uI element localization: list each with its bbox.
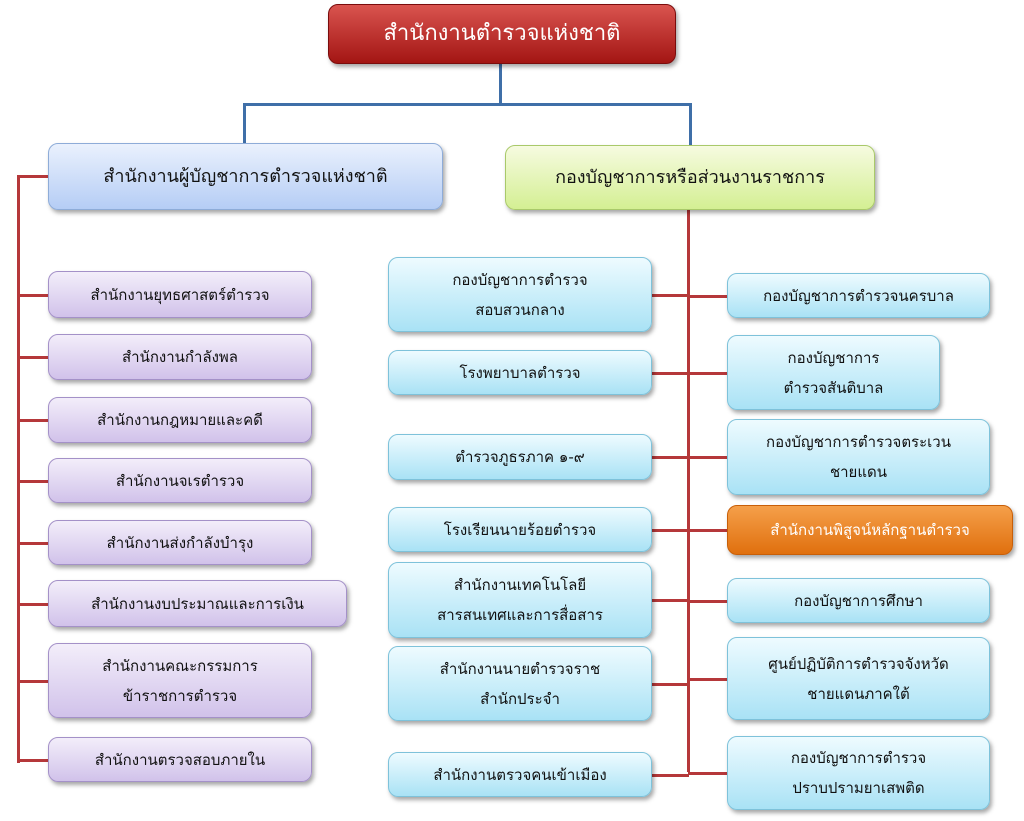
- connector: [17, 419, 49, 422]
- right-unit-node: กองบัญชาการตำรวจนครบาล: [727, 273, 990, 318]
- right-header-node: กองบัญชาการหรือส่วนงานราชการ: [505, 145, 875, 210]
- left-unit-node: สำนักงานส่งกำลังบำรุง: [48, 520, 312, 565]
- left-unit-node: สำนักงานงบประมาณและการเงิน: [48, 580, 347, 627]
- right-unit-node: กองบัญชาการตำรวจ ปราบปรามยาเสพติด: [727, 736, 990, 810]
- connector: [17, 679, 49, 683]
- center-unit-node: สำนักงานเทคโนโลยี สารสนเทศและการสื่อสาร: [388, 562, 652, 638]
- connector: [17, 479, 49, 483]
- connector: [652, 371, 689, 375]
- connector: [689, 103, 692, 146]
- connector: [652, 528, 689, 532]
- connector: [652, 773, 689, 777]
- root-node: สำนักงานตำรวจแห่งชาติ: [328, 4, 676, 64]
- right-unit-node: กองบัญชาการ ตำรวจสันติบาล: [727, 335, 940, 410]
- connector: [652, 682, 689, 686]
- right-unit-node: ศูนย์ปฏิบัติการตำรวจจังหวัด ชายแดนภาคใต้: [727, 637, 990, 720]
- left-unit-node: สำนักงานคณะกรรมการ ข้าราชการตำรวจ: [48, 643, 312, 718]
- left-unit-node: สำนักงานตรวจสอบภายใน: [48, 737, 312, 782]
- center-unit-node: กองบัญชาการตำรวจ สอบสวนกลาง: [388, 257, 652, 332]
- connector: [17, 541, 49, 545]
- right-unit-node: กองบัญชาการตำรวจตระเวน ชายแดน: [727, 419, 990, 495]
- left-unit-node: สำนักงานยุทธศาสตร์ตำรวจ: [48, 271, 312, 318]
- left-header-node: สำนักงานผู้บัญชาการตำรวจแห่งชาติ: [48, 143, 443, 210]
- left-unit-node: สำนักงานจเรตำรวจ: [48, 458, 312, 503]
- center-unit-node: โรงเรียนนายร้อยตำรวจ: [388, 507, 652, 552]
- connector: [17, 175, 20, 763]
- connector: [243, 103, 246, 144]
- center-unit-node: สำนักงานตรวจคนเข้าเมือง: [388, 752, 652, 797]
- right-unit-node: กองบัญชาการศึกษา: [727, 578, 990, 623]
- connector: [687, 210, 690, 772]
- left-unit-node: สำนักงานกฎหมายและคดี: [48, 397, 312, 443]
- connector: [17, 175, 49, 178]
- connector: [652, 456, 689, 459]
- connector: [688, 677, 728, 681]
- connector: [688, 294, 728, 298]
- connector: [688, 371, 728, 375]
- center-unit-node: สำนักงานนายตำรวจราช สำนักประจำ: [388, 646, 652, 721]
- connector: [652, 599, 689, 602]
- connector: [243, 103, 692, 106]
- connector: [17, 293, 49, 297]
- connector: [688, 772, 728, 775]
- center-unit-node: ตำรวจภูธรภาค ๑-๙: [388, 434, 652, 480]
- left-unit-node: สำนักงานกำลังพล: [48, 334, 312, 380]
- connector: [17, 602, 49, 606]
- connector: [688, 599, 728, 603]
- connector: [17, 758, 49, 762]
- connector: [17, 356, 49, 359]
- connector: [688, 529, 728, 532]
- right-unit-node: สำนักงานพิสูจน์หลักฐานตำรวจ: [727, 505, 1013, 555]
- connector: [499, 64, 502, 105]
- connector: [652, 293, 689, 297]
- connector: [688, 456, 728, 459]
- center-unit-node: โรงพยาบาลตำรวจ: [388, 350, 652, 395]
